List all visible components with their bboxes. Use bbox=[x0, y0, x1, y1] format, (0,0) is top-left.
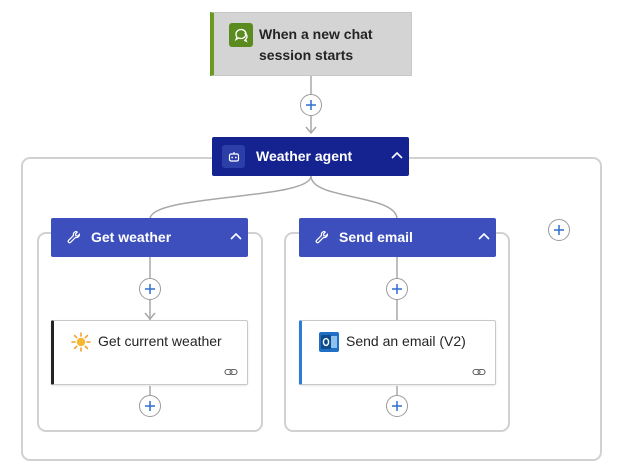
agent-title: Weather agent bbox=[256, 148, 353, 164]
sun-icon bbox=[69, 330, 93, 354]
add-action-button[interactable] bbox=[386, 278, 408, 300]
action-title: Send an email (V2) bbox=[346, 333, 466, 349]
wrench-icon bbox=[313, 228, 331, 246]
tool-title: Send email bbox=[339, 229, 413, 245]
tool-title: Get weather bbox=[91, 229, 172, 245]
robot-icon bbox=[222, 145, 245, 168]
chat-bubbles-icon bbox=[229, 23, 253, 47]
add-action-button[interactable] bbox=[139, 395, 161, 417]
action-card-send-an-email[interactable]: Send an email (V2) bbox=[299, 320, 496, 385]
trigger-title: When a new chat session starts bbox=[259, 26, 373, 63]
trigger-card[interactable]: When a new chat session starts bbox=[210, 12, 412, 76]
collapse-chevron-icon[interactable] bbox=[389, 147, 405, 163]
add-tool-button[interactable] bbox=[548, 219, 570, 241]
collapse-chevron-icon[interactable] bbox=[476, 228, 492, 244]
wrench-icon bbox=[65, 228, 83, 246]
add-action-button[interactable] bbox=[386, 395, 408, 417]
collapse-chevron-icon[interactable] bbox=[228, 228, 244, 244]
add-action-button[interactable] bbox=[139, 278, 161, 300]
link-icon bbox=[471, 366, 487, 378]
tool-header-send-email[interactable]: Send email bbox=[299, 218, 496, 257]
add-step-button[interactable] bbox=[300, 94, 322, 116]
agent-header[interactable]: Weather agent bbox=[212, 137, 409, 176]
outlook-icon bbox=[317, 330, 341, 354]
tool-header-get-weather[interactable]: Get weather bbox=[51, 218, 248, 257]
action-card-get-current-weather[interactable]: Get current weather bbox=[51, 320, 248, 385]
link-icon bbox=[223, 366, 239, 378]
action-title: Get current weather bbox=[98, 333, 222, 349]
